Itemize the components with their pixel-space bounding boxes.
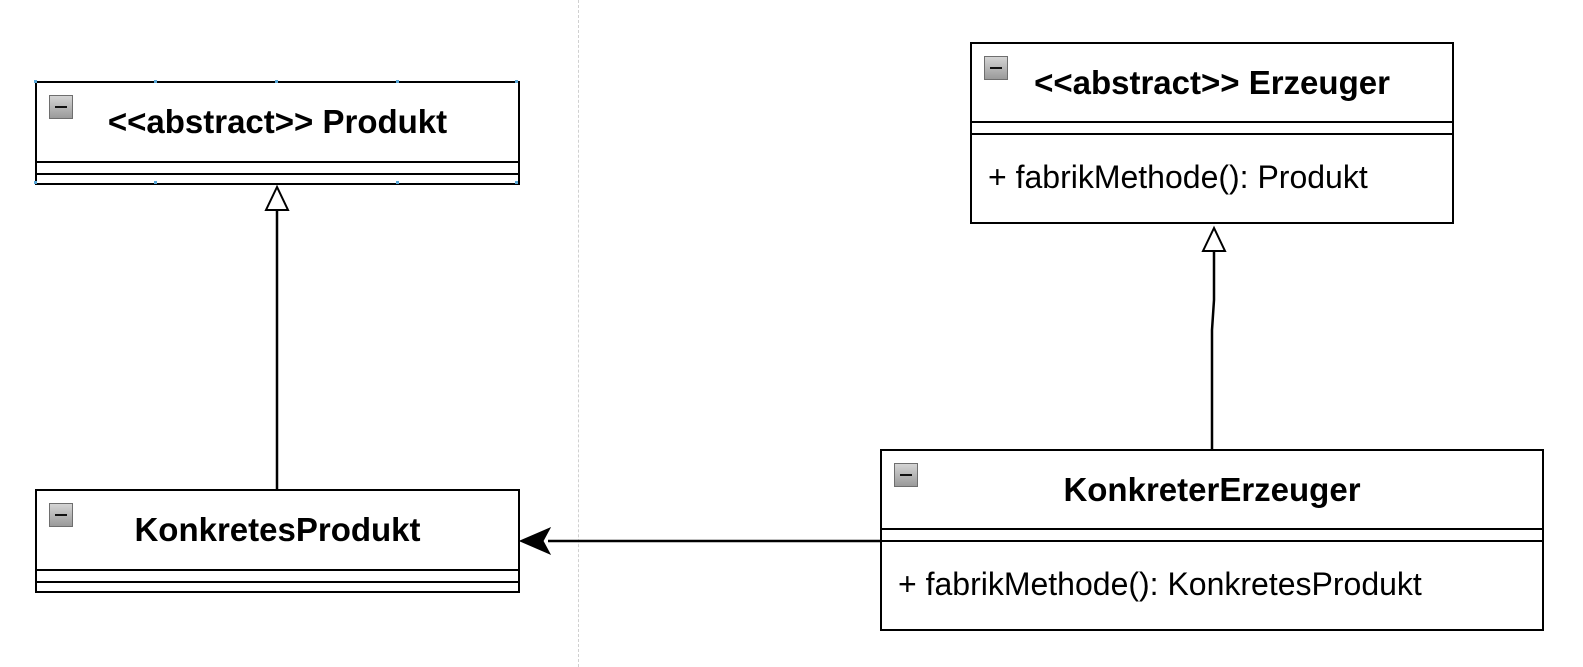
selection-handle[interactable] <box>34 80 37 83</box>
class-konkreter-erzeuger-header: KonkreterErzeuger <box>882 451 1542 528</box>
collapse-icon[interactable] <box>984 56 1008 80</box>
class-erzeuger-separator <box>972 121 1452 123</box>
operation-fabrik-methode[interactable]: + fabrikMethode(): KonkretesProdukt <box>898 566 1422 602</box>
class-konkretes-produkt-separator <box>37 569 518 571</box>
collapse-icon[interactable] <box>894 463 918 487</box>
selection-handle[interactable] <box>396 181 399 184</box>
selection-handle[interactable] <box>154 80 157 83</box>
class-konkretes-produkt-header: KonkretesProdukt <box>37 491 518 569</box>
association-edge-creates[interactable] <box>518 526 880 556</box>
class-konkreter-erzeuger-title: KonkreterErzeuger <box>1063 470 1361 508</box>
class-produkt-separator <box>37 161 518 163</box>
selection-handle[interactable] <box>396 80 399 83</box>
class-erzeuger-title: <<abstract>> Erzeuger <box>1034 63 1390 101</box>
class-konkreter-erzeuger-separator <box>882 540 1542 542</box>
operation-fabrik-methode[interactable]: + fabrikMethode(): Produkt <box>988 159 1368 195</box>
class-produkt-header: <<abstract>> Produkt <box>37 83 518 161</box>
selection-handle[interactable] <box>515 80 518 83</box>
association-arrow-icon <box>518 526 552 556</box>
selection-handle[interactable] <box>154 181 157 184</box>
inheritance-edge-produkt[interactable] <box>264 184 290 489</box>
selection-handle[interactable] <box>275 80 278 83</box>
class-erzeuger[interactable]: <<abstract>> Erzeuger + fabrikMethode():… <box>970 42 1454 224</box>
canvas-divider <box>578 0 579 667</box>
selection-handle[interactable] <box>34 181 37 184</box>
collapse-icon[interactable] <box>49 503 73 527</box>
collapse-icon[interactable] <box>49 95 73 119</box>
class-konkreter-erzeuger[interactable]: KonkreterErzeuger + fabrikMethode(): Kon… <box>880 449 1544 631</box>
class-produkt-attributes <box>37 163 518 173</box>
class-konkretes-produkt-attributes <box>37 571 518 581</box>
class-erzeuger-attributes <box>972 123 1452 133</box>
class-erzeuger-separator <box>972 133 1452 135</box>
class-konkretes-produkt-separator <box>37 581 518 583</box>
class-konkretes-produkt-title: KonkretesProdukt <box>134 511 421 548</box>
selection-handle[interactable] <box>515 181 518 184</box>
inheritance-edge-erzeuger[interactable] <box>1201 225 1227 449</box>
inheritance-arrow-icon <box>264 184 290 211</box>
class-produkt-separator <box>37 173 518 175</box>
class-erzeuger-header: <<abstract>> Erzeuger <box>972 44 1452 121</box>
class-konkreter-erzeuger-attributes <box>882 530 1542 540</box>
class-konkreter-erzeuger-separator <box>882 528 1542 530</box>
class-produkt[interactable]: <<abstract>> Produkt <box>34 80 520 185</box>
class-konkretes-produkt[interactable]: KonkretesProdukt <box>35 489 520 593</box>
class-produkt-title: <<abstract>> Produkt <box>107 103 448 140</box>
inheritance-arrow-icon <box>1201 225 1227 252</box>
